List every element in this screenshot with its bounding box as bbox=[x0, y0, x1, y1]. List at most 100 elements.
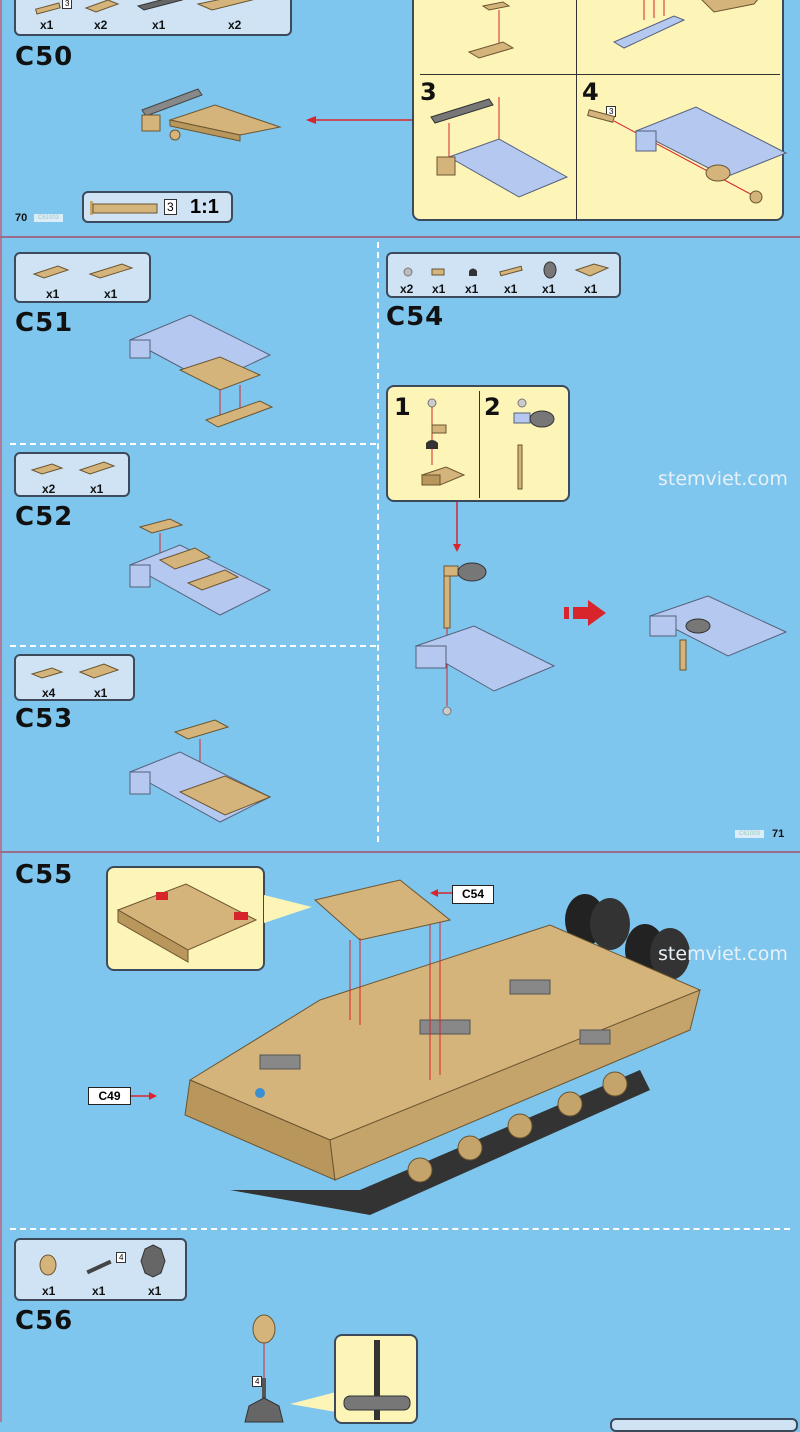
axle-length-ruler-icon bbox=[90, 201, 158, 215]
dashed-divider bbox=[10, 1228, 790, 1230]
part-qty: x1 bbox=[504, 282, 518, 296]
c50-substeps-panel: 3 4 3 bbox=[412, 0, 788, 221]
tan-plate-icon bbox=[78, 461, 116, 475]
c50-assembly-illustration bbox=[141, 88, 282, 142]
tan-brick-icon bbox=[574, 263, 610, 277]
tan-round-brick-icon bbox=[39, 1254, 57, 1276]
tank-hull-illustration bbox=[184, 879, 702, 1215]
left-edge bbox=[0, 0, 2, 1422]
gray-sprocket-icon bbox=[140, 1244, 166, 1278]
c54-parts-list: x2 x1 x1 x1 x1 x1 bbox=[386, 252, 621, 298]
part-qty: x1 bbox=[90, 482, 104, 496]
section-divider bbox=[0, 236, 800, 238]
gray-gear-icon bbox=[543, 261, 557, 279]
step-label-c50: C50 bbox=[15, 42, 74, 72]
tan-plate-icon bbox=[88, 263, 134, 279]
gray-tile-icon bbox=[136, 0, 184, 11]
part-qty: x1 bbox=[584, 282, 598, 296]
step-label-c55: C55 bbox=[15, 860, 74, 890]
section-divider bbox=[0, 851, 800, 853]
panel-divider bbox=[420, 74, 780, 75]
part-qty: x1 bbox=[92, 1284, 106, 1298]
panel-divider bbox=[479, 391, 480, 498]
axle-length-badge: 4 bbox=[252, 1376, 263, 1387]
part-qty: x1 bbox=[94, 686, 108, 700]
product-code: C61003 bbox=[735, 830, 765, 838]
part-qty: x1 bbox=[46, 287, 60, 301]
part-qty: x1 bbox=[40, 18, 54, 32]
part-qty: x1 bbox=[152, 18, 166, 32]
substep2-illustration bbox=[513, 398, 555, 490]
red-next-arrow-icon bbox=[564, 600, 606, 626]
step-label-c53: C53 bbox=[15, 704, 74, 734]
page-number: 71 bbox=[772, 828, 785, 840]
part-qty: x2 bbox=[400, 282, 414, 296]
part-qty: x1 bbox=[104, 287, 118, 301]
c54-result-illustration bbox=[648, 595, 788, 671]
c54-assembly-illustration bbox=[414, 562, 556, 716]
underside-detail-illustration bbox=[116, 883, 258, 963]
part-qty: x1 bbox=[148, 1284, 162, 1298]
part-length-badge: 3 bbox=[62, 0, 73, 9]
subassembly-tag-c49: C49 bbox=[88, 1087, 131, 1105]
c56-detail-callout bbox=[334, 1334, 418, 1424]
part-qty: x1 bbox=[42, 1284, 56, 1298]
tan-plate-large-icon bbox=[196, 0, 255, 11]
product-code: C61003 bbox=[34, 214, 64, 222]
axle-icon bbox=[86, 1259, 112, 1275]
red-arrow-icon bbox=[453, 502, 461, 552]
tan-tile-icon bbox=[431, 268, 445, 276]
substep-number: 1 bbox=[394, 393, 411, 421]
tan-plate-icon bbox=[32, 265, 70, 279]
c54-substeps-panel: 1 2 bbox=[386, 385, 570, 502]
ruler-scale: 1:1 bbox=[190, 196, 219, 218]
substep-number: 3 bbox=[420, 78, 437, 106]
c51-parts-list: x1 x1 bbox=[14, 252, 151, 303]
substep-number: 4 bbox=[582, 78, 599, 106]
page-number: 70 bbox=[15, 212, 28, 224]
watermark: stemviet.com bbox=[658, 468, 788, 490]
dashed-divider bbox=[10, 443, 376, 445]
c52-assembly-illustration bbox=[128, 518, 272, 616]
ruler-box: 3 1:1 bbox=[82, 191, 233, 223]
c52-parts-list: x2 x1 bbox=[14, 452, 130, 497]
part-qty: x1 bbox=[542, 282, 556, 296]
tan-tile-icon bbox=[30, 463, 64, 475]
substep3-illustration bbox=[430, 97, 569, 198]
dashed-divider bbox=[377, 242, 379, 842]
sprocket-side-detail bbox=[343, 1340, 411, 1420]
part-qty: x2 bbox=[42, 482, 56, 496]
step-label-c51: C51 bbox=[15, 308, 74, 338]
red-arrow-icon bbox=[131, 1092, 157, 1100]
panel-divider bbox=[576, 0, 577, 220]
dashed-divider bbox=[10, 645, 376, 647]
callout-pointer bbox=[290, 1392, 336, 1412]
c56-parts-list: 4 x1 x1 x1 bbox=[14, 1238, 187, 1301]
c55-detail-callout bbox=[106, 866, 265, 971]
red-arrow-icon bbox=[306, 116, 412, 124]
step-label-c56: C56 bbox=[15, 1306, 74, 1336]
tan-axle-icon bbox=[499, 265, 523, 277]
c50-parts-list: 3 x1 x2 x1 x2 bbox=[14, 0, 292, 36]
part-qty: x1 bbox=[432, 282, 446, 296]
part-qty: x2 bbox=[94, 18, 108, 32]
black-cone-icon bbox=[469, 268, 477, 276]
part-qty: x2 bbox=[228, 18, 242, 32]
round-plate-icon bbox=[403, 267, 413, 277]
tan-plate-icon bbox=[84, 0, 120, 13]
substep1-illustration bbox=[420, 398, 466, 486]
c53-parts-list: x4 x1 bbox=[14, 654, 135, 701]
substep-number: 2 bbox=[484, 393, 501, 421]
red-arrow-icon bbox=[430, 889, 452, 897]
tan-tile-large-icon bbox=[78, 663, 120, 679]
c56-assembly-illustration bbox=[244, 1314, 284, 1423]
ruler-length-badge: 3 bbox=[164, 199, 177, 215]
substep1-illustration bbox=[467, 1, 515, 59]
watermark: stemviet.com bbox=[658, 943, 788, 965]
substep2-illustration bbox=[612, 0, 758, 49]
callout-pointer bbox=[264, 895, 312, 923]
substep4-illustration bbox=[587, 106, 788, 204]
step-label-c52: C52 bbox=[15, 502, 74, 532]
part-qty: x4 bbox=[42, 686, 56, 700]
tan-axle-pin-icon bbox=[35, 2, 61, 15]
